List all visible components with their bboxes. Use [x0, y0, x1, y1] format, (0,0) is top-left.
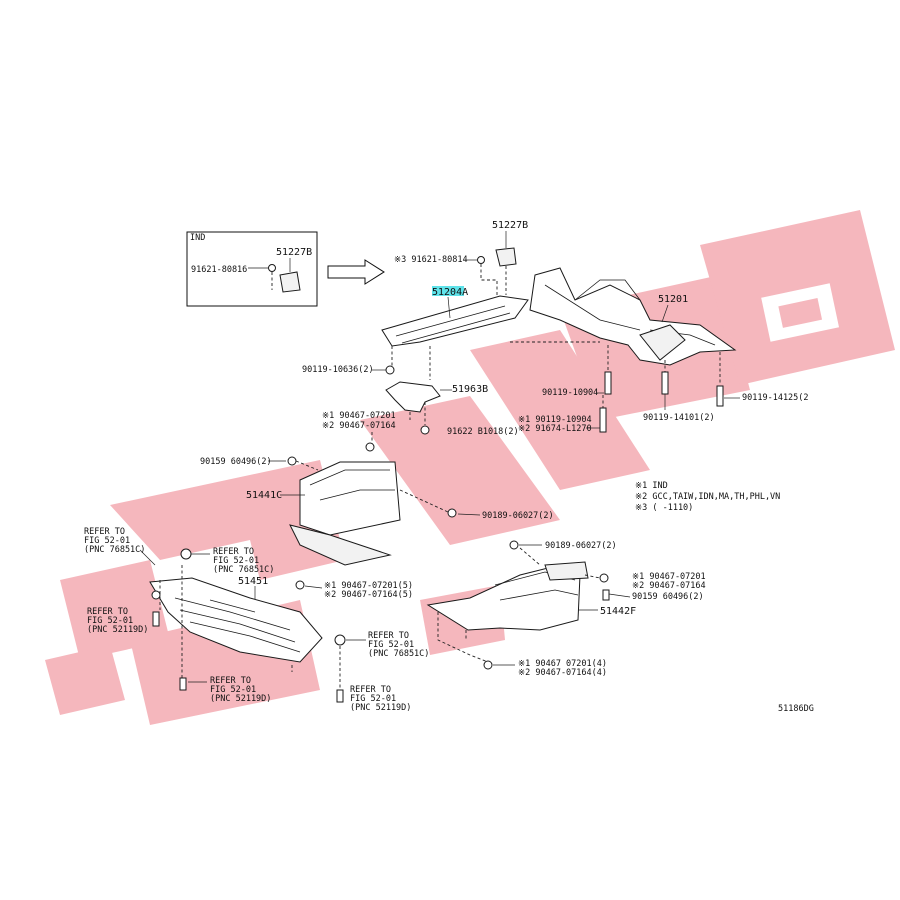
figure-code: 51186DG — [778, 704, 814, 714]
label-51227B: 51227B — [492, 220, 528, 231]
bolt-icon — [152, 611, 160, 627]
label-51442F: 51442F — [600, 606, 636, 617]
bolt-icon — [602, 589, 610, 601]
crossmember-brace: 51204A — [381, 286, 529, 347]
engine-under-cover-51442F: 51442F — [426, 561, 636, 631]
ref4-line3: (PNC 76851C) — [368, 649, 429, 659]
inset-bolt-label: 91621-80816 — [191, 265, 247, 275]
ref2-line3: (PNC 76851C) — [213, 565, 274, 575]
inset-part-label: 51227B — [276, 247, 312, 258]
clip-icon — [365, 442, 375, 452]
watermark-logo — [45, 210, 895, 725]
clip-icon — [599, 573, 609, 583]
ref6-line2: FIG 52-01 — [350, 694, 396, 704]
label-90119-10904: 90119-10904 — [542, 388, 598, 398]
bolt-icon — [268, 264, 276, 272]
label-51204A: 51204A — [432, 287, 468, 298]
ref5-line1: REFER TO — [210, 676, 251, 686]
ref1-line2: FIG 52-01 — [84, 536, 130, 546]
highlight-box — [432, 286, 464, 296]
label-90159-a: 90159 60496(2) — [200, 457, 272, 467]
ref3-line1: REFER TO — [87, 607, 128, 617]
label-90119-10904b: ※1 90119-10904 — [518, 415, 592, 425]
bracket-51227B: 51227B ※3 91621-80814 — [394, 220, 528, 296]
label-90467-c2: ※2 90467-07164 — [632, 581, 706, 591]
ref3-line3: (PNC 52119D) — [87, 625, 148, 635]
label-90467-a2: ※2 90467-07164 — [322, 421, 396, 431]
bracket-icon — [279, 271, 301, 293]
arrow-icon — [327, 259, 385, 285]
note-3: ※3 ( -1110) — [635, 503, 693, 513]
inset-box: IND 51227B 91621-80816 — [186, 231, 318, 307]
clip-icon — [334, 634, 346, 646]
label-90467-c1: ※1 90467-07201 — [632, 572, 706, 582]
ref6-line1: REFER TO — [350, 685, 391, 695]
label-90119-14101: 90119-14101(2) — [643, 413, 715, 423]
ref4-line1: REFER TO — [368, 631, 409, 641]
clip-icon — [151, 590, 161, 600]
label-90119-10636: 90119-10636(2) — [302, 365, 374, 375]
label-90159-b: 90159 60496(2) — [632, 592, 704, 602]
label-90119-14125: 90119-14125(2 — [742, 393, 809, 403]
clip-icon — [180, 548, 192, 560]
clip-icon — [447, 508, 457, 518]
note-1: ※1 IND — [635, 481, 668, 491]
label-91674: ※2 91674-L1270 — [518, 424, 592, 434]
bolt-icon — [385, 365, 395, 375]
clip-icon — [295, 580, 305, 590]
ref5-line3: (PNC 52119D) — [210, 694, 271, 704]
bolt-icon — [336, 689, 344, 703]
undercover-51451 — [149, 577, 323, 663]
note-2: ※2 GCC,TAIW,IDN,MA,TH,PHL,VN — [635, 492, 780, 502]
subframe: 51201 — [529, 267, 737, 366]
ref6-line3: (PNC 52119D) — [350, 703, 411, 713]
ref2-line1: REFER TO — [213, 547, 254, 557]
label-90467-b1: ※1 90467-07201(5) — [324, 581, 413, 591]
label-90189-a: 90189-06027(2) — [482, 511, 554, 521]
label-51201: 51201 — [658, 294, 688, 305]
engine-under-cover-51441C: 51441C — [246, 461, 401, 566]
label-91622: 91622 B1018(2) — [447, 427, 519, 437]
label-90467-d1: ※1 90467 07201(4) — [518, 659, 607, 669]
ref4-line2: FIG 52-01 — [368, 640, 414, 650]
bolt-icon — [599, 407, 607, 433]
label-51963B: 51963B — [452, 384, 488, 395]
ref1-line1: REFER TO — [84, 527, 125, 537]
ref3-line2: FIG 52-01 — [87, 616, 133, 626]
clip-icon — [420, 425, 430, 435]
ref1-line3: (PNC 76851C) — [84, 545, 145, 555]
label-90467-a1: ※1 90467-07201 — [322, 411, 396, 421]
label-90189-b: 90189-06027(2) — [545, 541, 617, 551]
clip-icon — [483, 660, 493, 670]
label-90467-d2: ※2 90467-07164(4) — [518, 668, 607, 678]
bolt-icon — [179, 677, 187, 691]
bracket-51963B: 51963B — [385, 381, 488, 425]
bolt-icon — [604, 371, 612, 395]
bolt-icon — [716, 385, 724, 407]
ref5-line2: FIG 52-01 — [210, 685, 256, 695]
label-90467-b2: ※2 90467-07164(5) — [324, 590, 413, 600]
label-91621: ※3 91621-80814 — [394, 255, 468, 265]
label-51451: 51451 — [238, 576, 268, 587]
ref2-line2: FIG 52-01 — [213, 556, 259, 566]
bolt-icon — [661, 371, 669, 395]
label-51441C: 51441C — [246, 490, 282, 501]
clip-icon — [509, 540, 519, 550]
inset-title: IND — [190, 233, 205, 243]
bolt-icon — [287, 456, 297, 466]
